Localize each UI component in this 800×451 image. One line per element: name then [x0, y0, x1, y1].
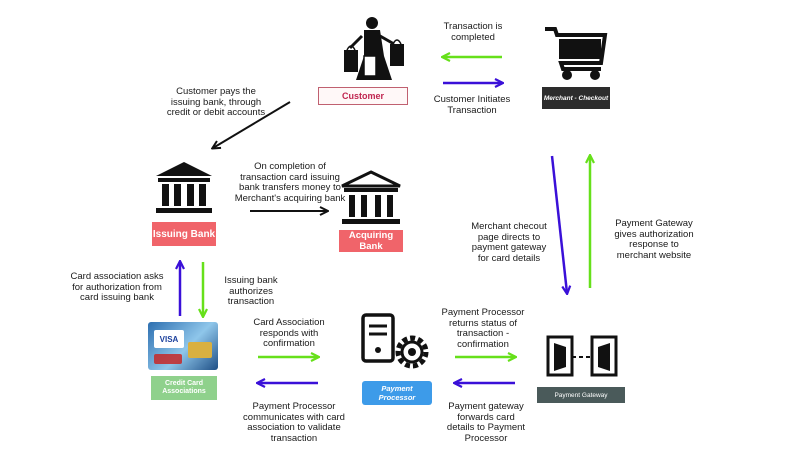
text-issuing-authorizes: Issuing bank authorizes transaction — [224, 275, 278, 307]
issuing-bank-icon — [156, 162, 212, 213]
payment-gateway-label: Payment Gateway — [537, 387, 625, 403]
card-chip — [188, 342, 212, 358]
credit-card-associations-label: Credit Card Associations — [151, 376, 217, 400]
text-processor-returns: Payment Processor returns status of tran… — [441, 307, 525, 350]
arrow-checkout-directs — [550, 155, 567, 293]
text-association-asks: Card association asks for authorization … — [70, 271, 164, 303]
text-customer-initiates: Customer Initiates Transaction — [433, 94, 511, 116]
payment-processor-label: Payment Processor — [362, 381, 432, 405]
merchant-checkout-label: Merchant - Checkout — [542, 87, 610, 109]
issuing-bank-label: Issuing Bank — [152, 222, 216, 246]
shopper-icon — [344, 17, 404, 80]
gateway-icon — [546, 335, 618, 377]
credit-card-image: VISA — [148, 322, 218, 370]
customer-label: Customer — [318, 87, 408, 105]
server-gear-icon — [361, 313, 429, 369]
text-bank-transfer: On completion of transaction card issuin… — [234, 161, 346, 204]
shopping-cart-icon — [545, 27, 608, 80]
acquiring-bank-icon — [341, 170, 401, 224]
text-processor-communicates: Payment Processor communicates with card… — [243, 401, 345, 444]
arrow-customer-pays — [213, 101, 291, 148]
text-gateway-forwards: Payment gateway forwards card details to… — [446, 401, 526, 444]
text-checkout-directs: Merchant checout page directs to payment… — [471, 221, 547, 264]
visa-logo: VISA — [154, 330, 184, 348]
text-transaction-completed: Transaction is completed — [443, 21, 503, 43]
text-customer-pays: Customer pays the issuing bank, through … — [166, 86, 266, 118]
text-gateway-auth-response: Payment Gateway gives authorization resp… — [614, 218, 694, 261]
acquiring-bank-label: Acquiring Bank — [339, 230, 403, 252]
text-association-responds: Card Association responds with confirmat… — [253, 317, 325, 349]
second-card — [154, 354, 182, 364]
